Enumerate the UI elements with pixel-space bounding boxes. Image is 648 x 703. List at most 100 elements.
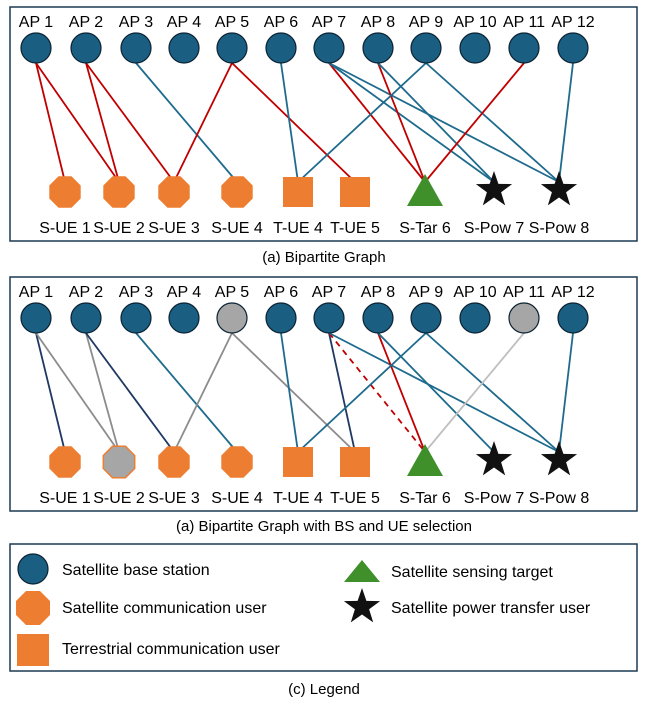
edge-ap7-user6 xyxy=(328,332,356,453)
ap-node-1 xyxy=(20,302,52,334)
edge-ap8-user7 xyxy=(377,332,426,453)
user-label: S-UE 4 xyxy=(211,220,263,237)
edge-ap6-user5 xyxy=(280,332,299,453)
edge-ap12-user9 xyxy=(558,62,574,183)
user-label: T-UE 5 xyxy=(330,220,380,237)
ap-label: AP 8 xyxy=(361,14,396,31)
ap-label: AP 11 xyxy=(503,14,545,31)
octagon-icon xyxy=(49,176,81,208)
legend-label-sensing-target: Satellite sensing target xyxy=(391,564,553,581)
edge-ap11-user7 xyxy=(424,332,525,453)
circle-icon xyxy=(17,553,49,585)
ap-label: AP 7 xyxy=(312,14,347,31)
edge-ap5-user3 xyxy=(173,332,233,453)
ap-node-11 xyxy=(508,32,540,64)
ap-node-5 xyxy=(216,302,248,334)
ap-label: AP 1 xyxy=(19,14,54,31)
edge-ap9-user5 xyxy=(297,332,427,453)
caption-bipartite-graph-selection: (a) Bipartite Graph with BS and UE selec… xyxy=(176,518,472,535)
ap-node-2 xyxy=(70,302,102,334)
octagon-icon xyxy=(158,446,190,478)
octagon-icon xyxy=(102,445,136,479)
user-label: S-Pow 7 xyxy=(464,490,525,507)
edge-ap7-user9 xyxy=(328,62,560,183)
edge-ap5-user3 xyxy=(173,62,233,183)
ap-label: AP 10 xyxy=(453,284,496,301)
legend-label-base-station: Satellite base station xyxy=(62,562,210,579)
ap-node-10 xyxy=(459,302,491,334)
edge-group xyxy=(35,62,574,183)
edge-ap2-user2 xyxy=(85,332,120,453)
ap-label: AP 5 xyxy=(215,14,250,31)
user-label: S-Pow 8 xyxy=(529,490,590,507)
ap-node-6 xyxy=(265,32,297,64)
user-label: S-Pow 7 xyxy=(464,220,525,237)
square-icon xyxy=(17,634,49,666)
user-label: S-UE 2 xyxy=(93,490,145,507)
panel-bipartite-graph: AP 1 AP 2 AP 3 AP 4 AP 5 AP 6 AP 7 AP 8 AP 9 AP 1… xyxy=(9,6,638,242)
edge-ap2-user2 xyxy=(85,62,120,183)
user-label: S-UE 1 xyxy=(39,220,91,237)
ap-node-11 xyxy=(508,302,540,334)
edge-ap1-user1 xyxy=(35,332,66,453)
square-icon xyxy=(283,177,313,207)
panel-frame xyxy=(9,543,638,672)
star-icon xyxy=(475,441,513,476)
star-icon xyxy=(475,171,513,206)
ap-node-8 xyxy=(362,32,394,64)
edge-group xyxy=(35,332,574,453)
octagon-icon xyxy=(158,176,190,208)
ap-label: AP 9 xyxy=(409,14,444,31)
legend-panel: Satellite base station Satellite communi… xyxy=(9,543,638,672)
user-label: S-UE 3 xyxy=(148,220,200,237)
square-icon xyxy=(340,177,370,207)
star-icon xyxy=(540,441,578,476)
user-label: S-UE 1 xyxy=(39,490,91,507)
edge-ap3-user4 xyxy=(135,62,238,183)
ap-node-7 xyxy=(313,32,345,64)
ap-node-3 xyxy=(120,302,152,334)
octagon-icon xyxy=(221,176,253,208)
user-label: S-Tar 6 xyxy=(399,220,451,237)
ap-node-1 xyxy=(20,32,52,64)
caption-bipartite-graph: (a) Bipartite Graph xyxy=(262,249,385,266)
edge-ap11-user7 xyxy=(424,62,525,183)
edge-ap7-user8 xyxy=(328,62,495,183)
octagon-icon xyxy=(16,591,50,625)
ap-label: AP 4 xyxy=(167,14,202,31)
ap-label: AP 3 xyxy=(119,14,154,31)
edge-ap2-user3 xyxy=(85,332,175,453)
user-label: T-UE 5 xyxy=(330,490,380,507)
edge-ap1-user2 xyxy=(35,332,120,453)
edge-ap8-user8 xyxy=(377,62,495,183)
edge-ap3-user4 xyxy=(135,332,238,453)
ap-label: AP 2 xyxy=(69,14,104,31)
ap-node-3 xyxy=(120,32,152,64)
ap-node-5 xyxy=(216,32,248,64)
ap-node-10 xyxy=(459,32,491,64)
edge-ap5-user6 xyxy=(231,332,356,453)
ap-node-7 xyxy=(313,302,345,334)
ap-label: AP 6 xyxy=(264,14,299,31)
ap-node-8 xyxy=(362,302,394,334)
user-label: S-UE 4 xyxy=(211,490,263,507)
edge-ap9-user9 xyxy=(425,332,560,453)
ap-label: AP 1 xyxy=(19,284,54,301)
edge-ap7-user7 xyxy=(328,332,426,453)
legend-label-power-user: Satellite power transfer user xyxy=(391,600,591,617)
edge-ap1-user2 xyxy=(35,62,120,183)
ap-label: AP 3 xyxy=(119,284,154,301)
ap-label: AP 4 xyxy=(167,284,202,301)
user-label: T-UE 4 xyxy=(273,490,323,507)
ap-label: AP 5 xyxy=(215,284,250,301)
edge-ap7-user9 xyxy=(328,332,560,453)
octagon-icon xyxy=(103,176,135,208)
square-icon xyxy=(340,447,370,477)
edge-ap5-user6 xyxy=(231,62,356,183)
user-label: S-UE 3 xyxy=(148,490,200,507)
octagon-icon xyxy=(49,446,81,478)
